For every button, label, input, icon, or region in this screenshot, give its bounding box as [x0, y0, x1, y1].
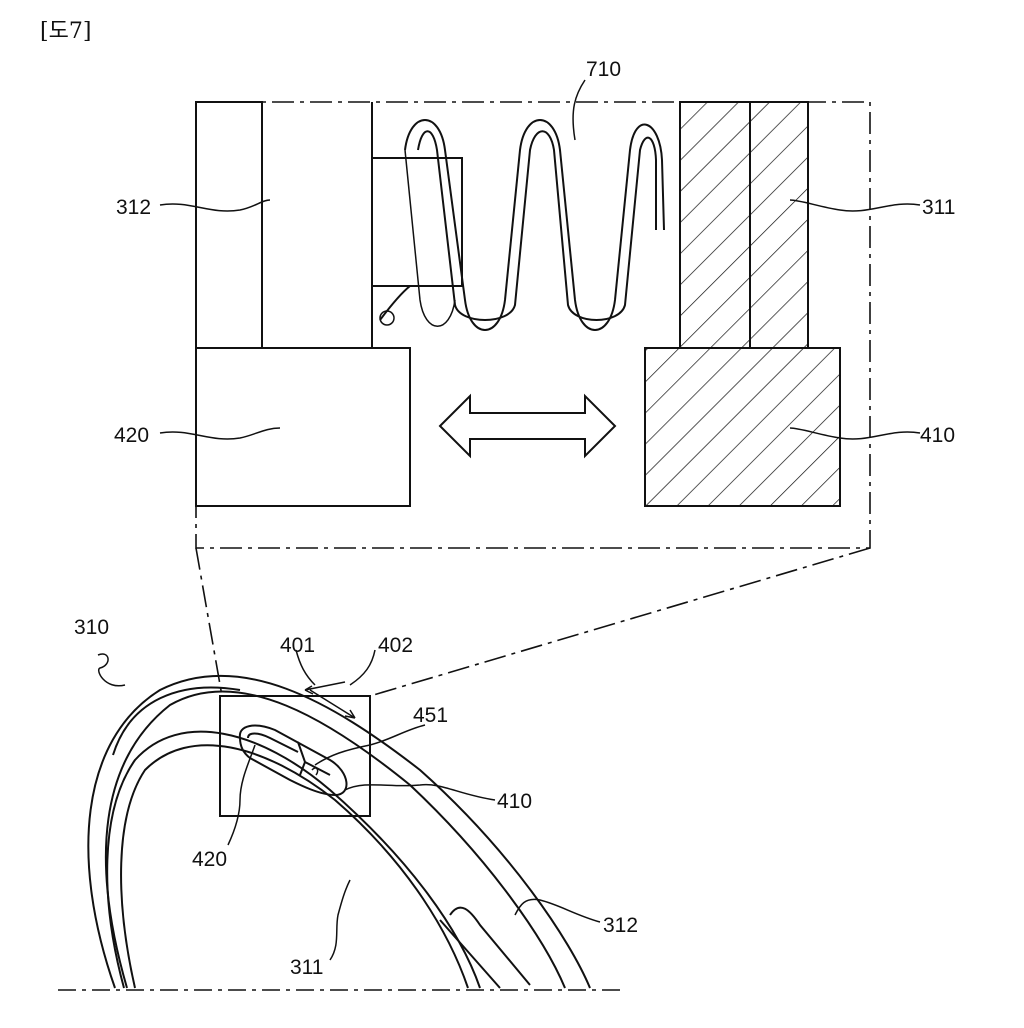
zoom-box [219, 695, 371, 817]
leader-lines [97, 79, 921, 961]
label-420-upper: 420 [114, 424, 149, 447]
label-410-lower: 410 [497, 790, 532, 813]
label-310: 310 [74, 616, 109, 639]
label-710: 710 [586, 58, 621, 81]
detail-view [195, 101, 871, 549]
label-420-lower: 420 [192, 848, 227, 871]
figure-label: [도7] [40, 19, 91, 44]
projection-lines [195, 547, 871, 697]
ring-view [58, 674, 622, 991]
member-311 [679, 101, 809, 349]
label-311-lower: 311 [290, 956, 323, 979]
label-402: 402 [378, 634, 413, 657]
label-410-upper: 410 [920, 424, 955, 447]
spring-seat-block [371, 157, 463, 287]
label-312-upper: 312 [116, 196, 151, 219]
label-312-lower: 312 [603, 914, 638, 937]
spring-710 [379, 119, 665, 331]
label-401: 401 [280, 634, 315, 657]
double-arrow [438, 393, 617, 459]
member-312 [195, 101, 263, 349]
label-311-upper: 311 [922, 196, 955, 219]
block-410 [644, 347, 841, 507]
direction-arrows [304, 681, 356, 719]
block-420 [195, 347, 411, 507]
device-420-410 [238, 724, 348, 797]
label-451: 451 [413, 704, 448, 727]
